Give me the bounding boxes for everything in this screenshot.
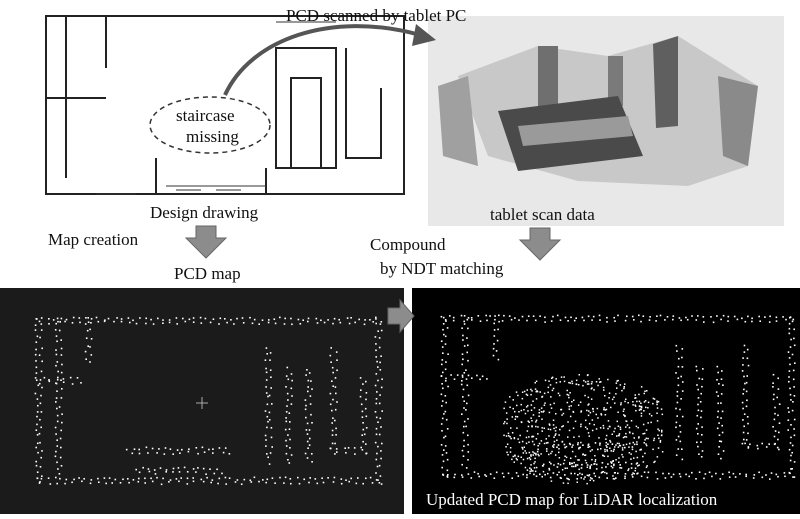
scan-title: PCD scanned by tablet PC (286, 6, 467, 25)
tablet-scan-render (428, 16, 784, 226)
down-arrow-icon (518, 227, 562, 261)
staircase-label-line1: staircase (176, 106, 235, 125)
map-creation-label: Map creation (48, 230, 139, 249)
compound-label-line1: Compound (370, 235, 446, 254)
updated-pcd-map-points (440, 314, 796, 485)
pcd-map-panel (0, 288, 404, 514)
updated-pcd-map-panel: Updated PCD map for LiDAR localization (412, 288, 800, 514)
design-drawing-floorplan (45, 15, 405, 195)
tablet-scan-label: tablet scan data (490, 205, 595, 224)
staircase-label-line2: missing (186, 127, 239, 146)
compound-label-line2: by NDT matching (380, 259, 504, 278)
updated-pcd-caption: Updated PCD map for LiDAR localization (426, 490, 718, 509)
pcd-map-points (34, 316, 383, 486)
pcd-map-label: PCD map (174, 264, 241, 283)
design-drawing-label: Design drawing (150, 203, 259, 222)
down-arrow-icon (184, 225, 228, 259)
